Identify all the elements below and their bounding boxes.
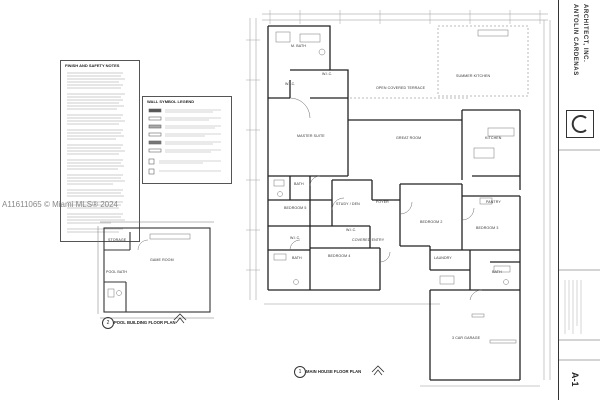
room-label-bedroom-4: BEDROOM 4 (328, 254, 351, 258)
legend-symbols (148, 108, 221, 175)
wall-symbol-legend: WALL SYMBOL LEGEND (142, 96, 232, 184)
room-label-bedroom-2: BEDROOM 2 (420, 220, 443, 224)
room-label-garage: 3 CAR GARAGE (452, 336, 481, 340)
room-label-game-room: GAME ROOM (150, 258, 174, 262)
firm-name-line1: ANTOLIN CARDENAS (572, 4, 578, 76)
main-plan-number: 1 (294, 366, 306, 378)
notes-text-lines (67, 72, 125, 233)
room-label-master-suite: MASTER SUITE (297, 134, 325, 138)
room-label-great-room: GREAT ROOM (396, 136, 422, 140)
room-label-wic-mid: W.I.C. (346, 228, 357, 232)
room-label-covered-terrace: OPEN COVERED TERRACE (376, 86, 426, 90)
firm-name-line2: ARCHITECT, INC. (582, 4, 588, 63)
sheet-number: A-1 (570, 372, 580, 387)
room-label-wic-top: W.I.C. (322, 72, 333, 76)
finish-safety-notes: FINISH AND SAFETY NOTES (60, 60, 140, 242)
room-label-storage: STORAGE (108, 238, 127, 242)
legend-title: WALL SYMBOL LEGEND (147, 99, 195, 104)
pool-plan-caption: POOL BUILDING FLOOR PLAN (114, 320, 176, 325)
pool-plan-number: 2 (102, 317, 114, 329)
room-label-bedroom-3: BEDROOM 3 (476, 226, 499, 230)
room-label-bath-mid: BATH (292, 256, 302, 260)
notes-title: FINISH AND SAFETY NOTES (65, 63, 120, 68)
room-label-foyer: FOYER (376, 200, 389, 204)
firm-logo (566, 110, 594, 138)
room-label-bath-top: BATH (294, 182, 304, 186)
room-label-pool-bath: POOL BATH (106, 270, 128, 274)
room-label-pantry: PANTRY (486, 200, 501, 204)
room-label-study-den: STUDY / DEN (336, 202, 360, 206)
room-label-bedroom-5: BEDROOM 5 (284, 206, 307, 210)
room-label-bath-right: BATH (492, 270, 502, 274)
room-label-laundry: LAUNDRY (434, 256, 452, 260)
room-label-wic-2: W.I.C. (285, 82, 296, 86)
room-label-kitchen: KITCHEN (485, 136, 502, 140)
room-label-master-bath: M. BATH (291, 44, 307, 48)
room-label-summer-kitchen: SUMMER KITCHEN (456, 74, 491, 78)
firm-name-second: ARCHITECT, INC. (582, 4, 596, 114)
title-block (558, 0, 600, 400)
title-block-lines (559, 149, 600, 361)
firm-logo-mark (571, 115, 587, 133)
room-label-covered-entry: COVERED ENTRY (352, 238, 385, 242)
room-label-wic-left: W.I.C. (290, 236, 301, 240)
firm-name: ANTOLIN CARDENAS (572, 4, 586, 114)
main-plan-caption: MAIN HOUSE FLOOR PLAN (306, 369, 362, 374)
mls-watermark: A11611065 © Miami MLS® 2024 (2, 200, 118, 209)
